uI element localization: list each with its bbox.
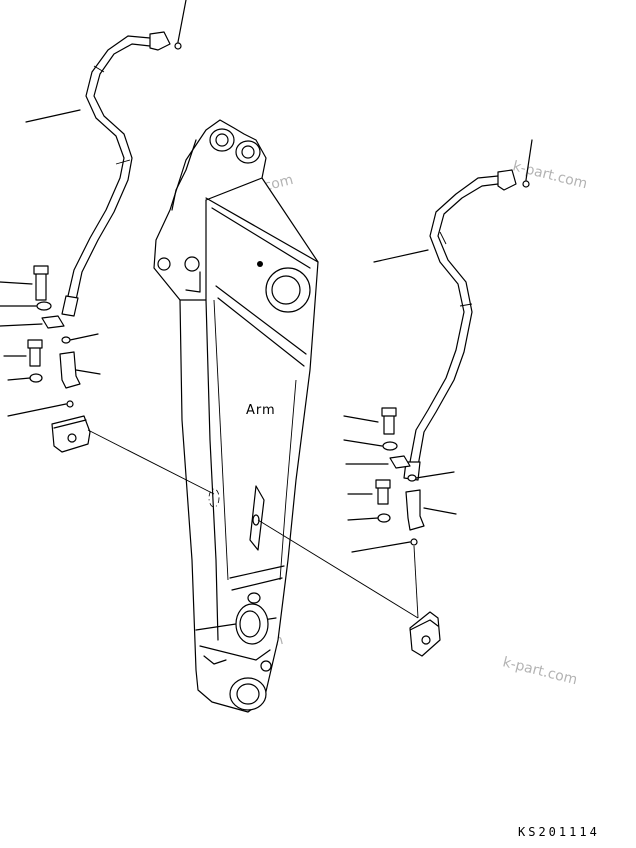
right-alignment-line [257, 519, 419, 619]
left-alignment-line [87, 429, 215, 495]
left-oring-3 [66, 400, 74, 408]
right-valve-body [409, 611, 441, 657]
lower-boss-cap [247, 592, 261, 604]
arm-bottom-lip [199, 645, 271, 661]
arm-label: Arm [246, 403, 276, 418]
arm-cross-band-1 [215, 285, 307, 355]
right-hose-outer [409, 175, 499, 463]
right-washer-1-leader [343, 439, 383, 447]
left-top-leader [177, 0, 187, 43]
right-clamp [389, 455, 411, 469]
left-clamp-leader [0, 323, 43, 327]
right-bolt-1-head [381, 407, 397, 417]
right-hose-band-1 [439, 231, 447, 245]
arm-face-shade-line [213, 299, 229, 581]
right-top-oring [522, 180, 530, 188]
right-hose-leader [373, 249, 429, 263]
bucket-pin-bolt [260, 660, 272, 672]
left-hose-leader [25, 109, 81, 123]
left-washer-2 [29, 373, 43, 383]
right-washer-2-leader [347, 517, 379, 521]
right-valve-port [421, 635, 431, 645]
cylinder-boss-inner [271, 275, 301, 305]
right-connector-block [405, 489, 425, 531]
left-oring-2-leader [69, 333, 99, 341]
left-washer-1 [36, 301, 52, 311]
right-washer-1 [382, 441, 398, 451]
arm-face-ridge [205, 197, 319, 263]
right-bolt-1-leader [343, 415, 379, 423]
left-hose-assembly [25, 0, 187, 317]
watermark-4: k-part.com [501, 654, 579, 688]
left-hose-band-1 [93, 65, 105, 73]
left-hose-band-2 [115, 159, 131, 165]
left-bolt-2 [29, 345, 41, 367]
watermark-1: k-part.com [511, 158, 589, 192]
arm: Arm [153, 119, 319, 713]
right-top-leader [525, 139, 533, 181]
left-hardware [0, 265, 215, 495]
lower-boss-inner [239, 610, 261, 638]
right-connector-leader [423, 507, 457, 515]
bracket-hole-1 [157, 257, 171, 271]
left-valve-port [67, 433, 77, 443]
bucket-pin-inner [236, 683, 260, 705]
left-valve-edge [53, 419, 87, 429]
arm-cross-band-2 [217, 297, 305, 367]
top-lug-left-hole [215, 133, 229, 147]
right-oring-2 [407, 474, 417, 482]
left-bolt-1-leader [0, 281, 33, 285]
bucket-pin-edge [203, 655, 227, 665]
left-clamp [41, 315, 65, 329]
arm-top-edge [205, 177, 263, 201]
arm-face-ridge-inner [211, 207, 311, 269]
right-oring-2-leader [415, 471, 455, 479]
drawing-code: KS201114 [518, 825, 600, 839]
right-hose-inner [417, 183, 499, 467]
right-hose-assembly [373, 139, 533, 481]
left-hose-outer [67, 35, 151, 297]
right-bolt-1 [383, 413, 395, 435]
bracket-plate [185, 271, 201, 293]
arm-face-left-edge [205, 199, 219, 641]
right-hose-top-fitting [497, 169, 517, 191]
bracket-hole-2 [184, 256, 200, 272]
arm-lower-band-2 [231, 577, 283, 591]
right-oring-3-leader [351, 541, 411, 553]
right-bolt-2-head [375, 479, 391, 489]
right-washer-2 [377, 513, 391, 523]
left-washer-2-leader [7, 377, 31, 381]
arm-lower-band-1 [229, 565, 285, 579]
top-lug-right-hole [241, 145, 255, 159]
right-oring-3 [410, 538, 418, 546]
right-bolt-2 [377, 485, 389, 505]
left-connector-leader [75, 369, 101, 375]
right-oring-3-drop [413, 545, 419, 619]
left-bolt-1 [35, 271, 47, 301]
left-connector-block [59, 351, 81, 389]
grease-point [257, 261, 263, 267]
right-hardware [257, 407, 457, 657]
arm-side-shade-line [279, 379, 297, 581]
left-top-oring [174, 42, 182, 50]
top-lug-edge [171, 139, 197, 211]
left-oring-3-leader [7, 403, 67, 417]
right-hose-band-2 [459, 303, 473, 307]
left-hose-top-fitting [149, 31, 171, 51]
left-bolt-2-head [27, 339, 43, 349]
left-bolt-1-head [33, 265, 49, 275]
left-hose-bottom-fitting [61, 295, 79, 317]
hidden-mount-hole [208, 488, 220, 508]
diamond-plate-hole [252, 514, 260, 526]
right-valve-edge [409, 619, 439, 631]
left-hose-inner [75, 43, 151, 301]
left-oring-2 [61, 336, 71, 344]
